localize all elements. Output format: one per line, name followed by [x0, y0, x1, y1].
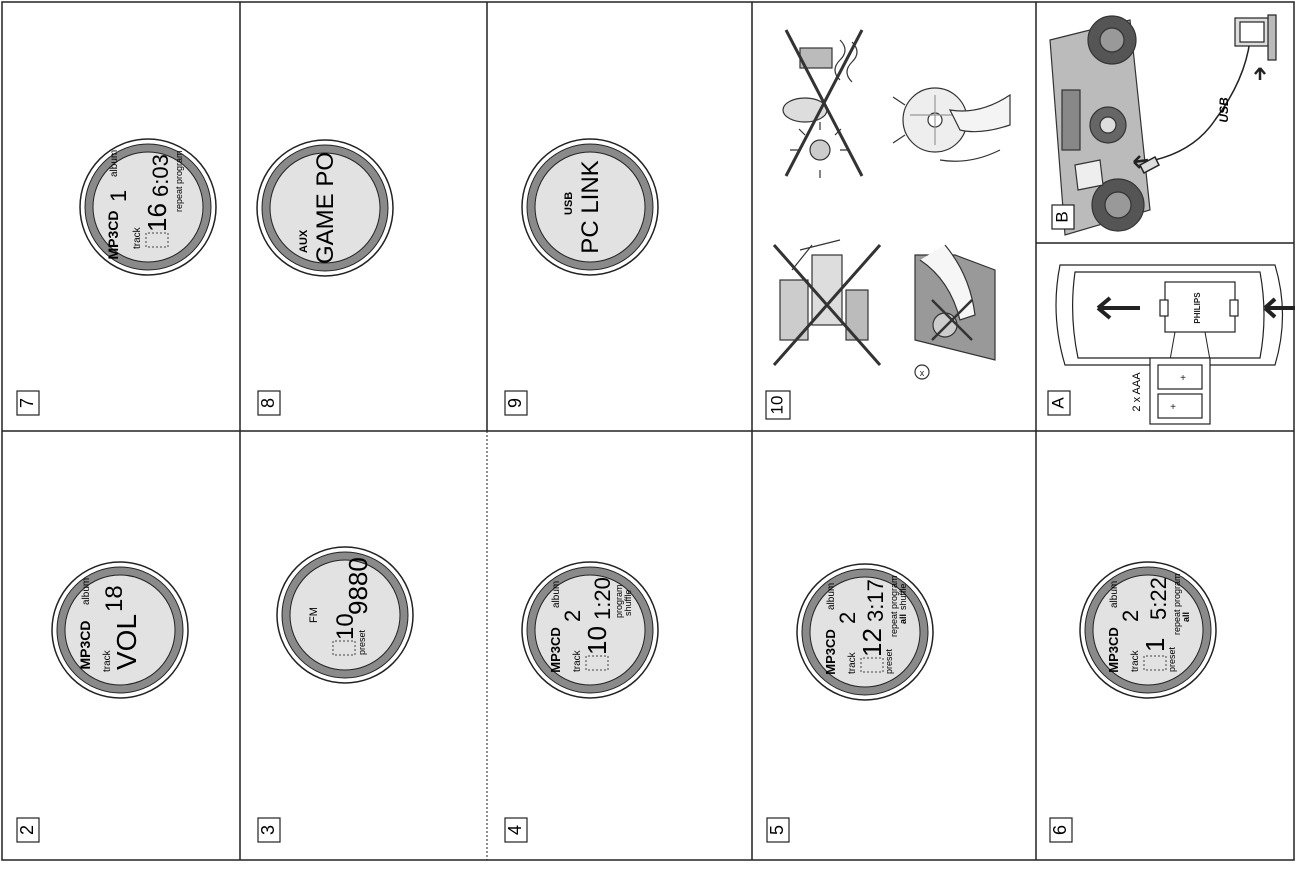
- time-display: 6:03: [148, 154, 173, 197]
- track-digits: 16: [142, 203, 172, 232]
- status-label-2: shuffle: [623, 590, 633, 616]
- lcd-text: GAME PO: [312, 152, 339, 264]
- source-label: USB: [563, 192, 575, 215]
- panel-2: MP3CD album track VOL 18 2: [17, 562, 188, 842]
- panel-number-3: 3: [258, 825, 278, 835]
- remote-control-illustration: PHILIPS: [1056, 265, 1295, 365]
- panel-5: MP3CD album 2 track 12 preset 3:17 repea…: [767, 564, 933, 842]
- status-label-shuffle: shuffle: [898, 584, 908, 610]
- track-digits: 1: [1140, 638, 1170, 652]
- panel-letter-A: A: [1048, 397, 1067, 409]
- svg-text:x: x: [920, 368, 925, 378]
- panel-10: x 10: [766, 30, 1010, 419]
- preset-label: preset: [1167, 646, 1177, 672]
- battery-label: 2 x AAA: [1131, 372, 1143, 412]
- status-label-all: all: [898, 614, 908, 624]
- album-label: album: [551, 581, 562, 608]
- panel-B: USB B: [1050, 15, 1276, 235]
- panel-7: MP3CD album 1 track 16 6:03 repeat progr…: [17, 139, 216, 415]
- panel-6: MP3CD album 2 track 1 preset 5:22 repeat…: [1050, 562, 1216, 842]
- panel-number-6: 6: [1050, 825, 1070, 835]
- brand-label: MP3CD: [823, 629, 838, 675]
- album-label: album: [109, 150, 120, 177]
- album-label: album: [81, 578, 92, 605]
- panel-number-7: 7: [17, 398, 37, 408]
- preset-label: preset: [357, 629, 367, 655]
- lcd-text: VOL: [111, 614, 142, 670]
- lcd-display-2: MP3CD album track VOL 18: [52, 562, 188, 698]
- album-label: album: [1109, 581, 1120, 608]
- album-label: album: [826, 583, 837, 610]
- panel-4: MP3CD album 2 track 10 1:20 program shuf…: [505, 562, 658, 842]
- band-label: FM: [308, 607, 320, 623]
- no-heat-moisture-illustration: [783, 30, 862, 178]
- panel-number-4: 4: [505, 825, 525, 835]
- album-digit: 2: [560, 610, 585, 622]
- lcd-display-6: MP3CD album 2 track 1 preset 5:22 repeat…: [1080, 562, 1216, 698]
- lcd-display-3: FM 10 preset 9880: [277, 547, 413, 683]
- lcd-display-5: MP3CD album 2 track 12 preset 3:17 repea…: [797, 564, 933, 700]
- lcd-display-8: AUX GAME PO: [257, 140, 393, 276]
- time-display: 3:17: [863, 579, 888, 622]
- brand-label: MP3CD: [77, 620, 93, 669]
- disc-wipe-illustration: [893, 88, 1010, 161]
- lcd-display-7: MP3CD album 1 track 16 6:03 repeat progr…: [80, 139, 216, 275]
- brand-label: MP3CD: [105, 210, 121, 259]
- track-digits: 12: [857, 628, 887, 657]
- panel-A: PHILIPS + + 2 x AAA A: [1048, 265, 1295, 424]
- panel-number-9: 9: [505, 398, 525, 408]
- computer-illustration: [1235, 15, 1276, 60]
- brand-label: MP3CD: [548, 627, 563, 673]
- lcd-display-9: USB PC LINK: [522, 139, 658, 275]
- status-label-all: all: [1181, 612, 1191, 622]
- no-chemicals-illustration: [774, 240, 880, 365]
- svg-text:+: +: [1180, 373, 1186, 384]
- frequency-display: 9880: [343, 557, 373, 615]
- panel-3: FM 10 preset 9880 3: [258, 547, 413, 842]
- boombox-illustration: [1050, 16, 1150, 235]
- panel-number-10: 10: [767, 396, 786, 415]
- source-label: AUX: [298, 229, 310, 253]
- panel-8: AUX GAME PO 8: [257, 140, 393, 415]
- time-display: 1:20: [590, 577, 615, 620]
- panel-number-5: 5: [767, 825, 787, 835]
- lcd-value: 18: [101, 585, 128, 612]
- panel-9: USB PC LINK 9: [505, 139, 658, 415]
- status-label: repeat program: [174, 150, 184, 212]
- album-digit: 1: [106, 190, 131, 202]
- brand-label: MP3CD: [1106, 627, 1121, 673]
- preset-digits: 10: [332, 613, 359, 640]
- panel-letter-B: B: [1052, 211, 1071, 222]
- status-label-1: repeat program: [1172, 573, 1182, 635]
- usb-label: USB: [1217, 97, 1231, 123]
- disc-handling-illustration: x: [915, 245, 995, 379]
- lcd-display-4: MP3CD album 2 track 10 1:20 program shuf…: [522, 562, 658, 698]
- lcd-text: PC LINK: [577, 160, 604, 253]
- track-digits: 10: [582, 626, 612, 655]
- usb-cable-illustration: [1134, 40, 1265, 173]
- remote-brand: PHILIPS: [1193, 292, 1202, 324]
- time-display: 5:22: [1146, 577, 1171, 620]
- battery-illustration: + +: [1150, 358, 1210, 424]
- album-digit: 2: [835, 612, 860, 624]
- album-digit: 2: [1118, 610, 1143, 622]
- preset-label: preset: [884, 648, 894, 674]
- panel-number-2: 2: [17, 825, 37, 835]
- panel-number-8: 8: [258, 398, 278, 408]
- svg-text:+: +: [1170, 402, 1176, 413]
